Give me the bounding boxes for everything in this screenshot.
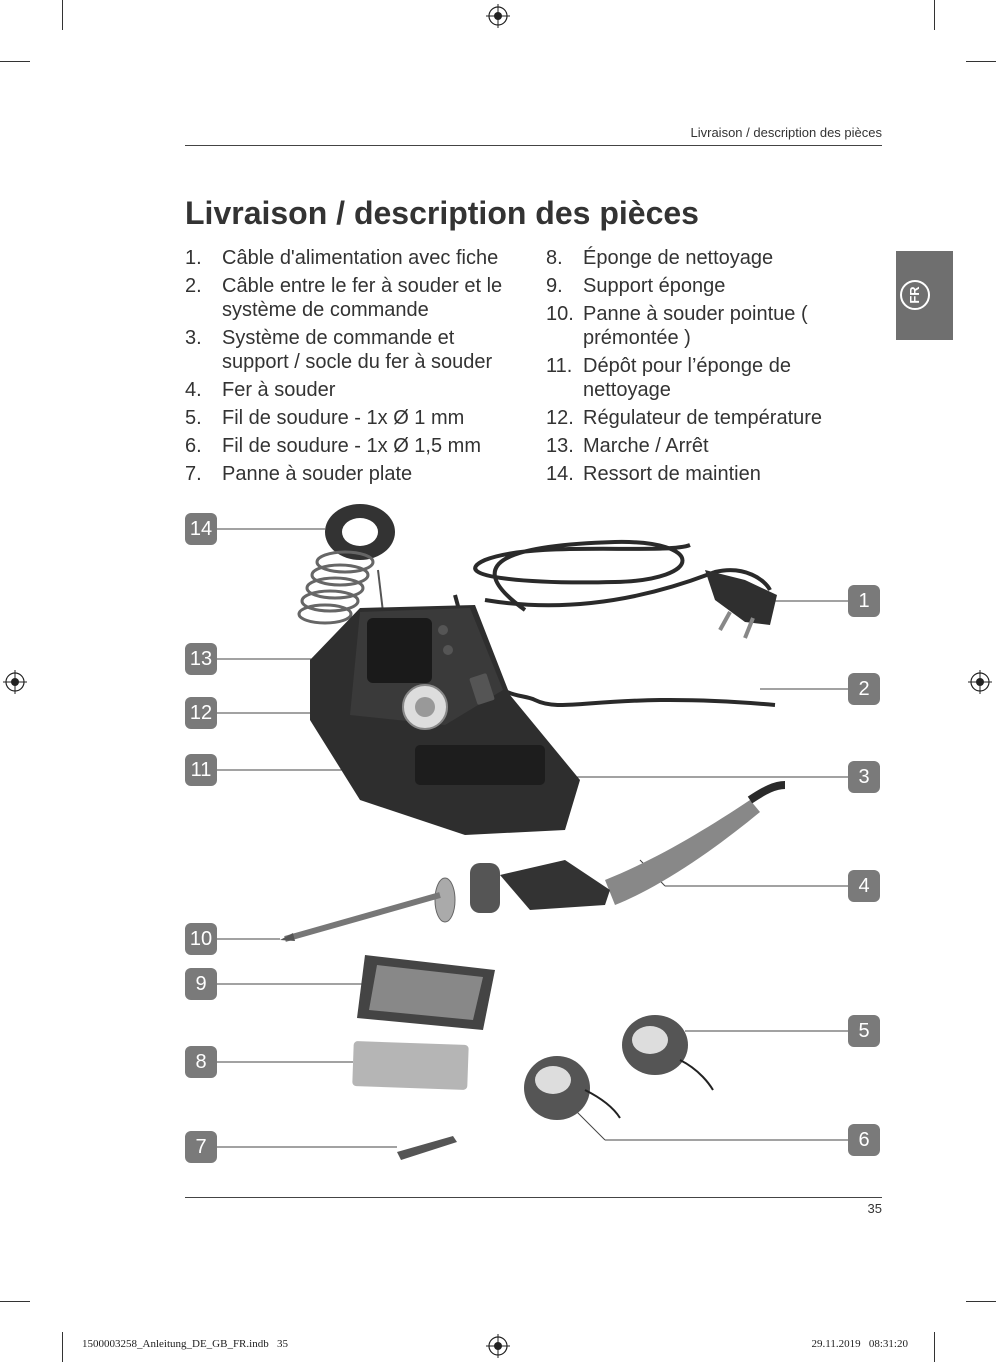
language-tab xyxy=(896,251,953,340)
callout-8: 8 xyxy=(185,1046,217,1078)
list-item: 9.Support éponge xyxy=(546,275,726,297)
callout-9: 9 xyxy=(185,968,217,1000)
callout-14: 14 xyxy=(185,513,217,545)
list-item: 10.Panne à souder pointue ( prémontée ) xyxy=(546,303,808,349)
list-item: 11.Dépôt pour l’éponge de nettoyage xyxy=(546,355,791,401)
callout-5: 5 xyxy=(848,1015,880,1047)
callout-13: 13 xyxy=(185,643,217,675)
callout-6: 6 xyxy=(848,1124,880,1156)
callout-11: 11 xyxy=(185,754,217,786)
header-rule xyxy=(185,145,882,146)
temperature-knob-icon xyxy=(402,684,448,730)
language-badge: FR xyxy=(900,280,930,310)
list-item: 8.Éponge de nettoyage xyxy=(546,247,774,269)
holding-spring-icon xyxy=(297,504,395,625)
callout-10: 10 xyxy=(185,923,217,955)
parts-list-right: 8.Éponge de nettoyage 9.Support éponge 1… xyxy=(546,246,846,490)
callout-4: 4 xyxy=(848,870,880,902)
list-item: 12.Régulateur de température xyxy=(546,407,823,429)
crop-mark xyxy=(934,0,935,30)
registration-mark-icon xyxy=(486,4,510,28)
control-station-base xyxy=(310,605,580,835)
crop-mark xyxy=(0,1301,30,1302)
registration-mark-icon xyxy=(968,670,992,694)
registration-mark-icon xyxy=(486,1334,510,1358)
list-item: 4.Fer à souder xyxy=(185,379,336,401)
crop-mark xyxy=(966,1301,996,1302)
print-slug-timestamp: 29.11.2019 08:31:20 xyxy=(811,1338,908,1350)
callout-7: 7 xyxy=(185,1131,217,1163)
registration-mark-icon xyxy=(3,670,27,694)
solder-spool-icon xyxy=(622,1015,714,1091)
crop-mark xyxy=(934,1332,935,1362)
list-item: 5.Fil de soudure - 1x Ø 1 mm xyxy=(185,407,465,429)
sponge-holder-icon xyxy=(357,955,495,1030)
page-title: Livraison / description des pièces xyxy=(185,195,699,231)
power-plug-icon xyxy=(705,570,777,639)
list-item: 2.Câble entre le fer à souder et le syst… xyxy=(185,275,503,321)
callout-3: 3 xyxy=(848,761,880,793)
crop-mark xyxy=(62,0,63,30)
page-number: 35 xyxy=(867,1201,882,1216)
crop-mark xyxy=(0,61,30,62)
callout-2: 2 xyxy=(848,673,880,705)
list-item: 1.Câble d'alimentation avec fiche xyxy=(185,247,499,269)
soldering-iron-icon xyxy=(280,781,786,942)
crop-mark xyxy=(62,1332,63,1362)
list-item: 14.Ressort de maintien xyxy=(546,463,761,485)
solder-spool-icon xyxy=(524,1056,621,1120)
callout-1: 1 xyxy=(848,585,880,617)
soldering-station-illustration xyxy=(217,504,848,1160)
parts-list-left: 1.Câble d'alimentation avec fiche 2.Câbl… xyxy=(185,246,525,490)
list-item: 7.Panne à souder plate xyxy=(185,463,413,485)
list-item: 13.Marche / Arrêt xyxy=(546,435,709,457)
callout-12: 12 xyxy=(185,697,217,729)
footer-rule xyxy=(185,1197,882,1198)
crop-mark xyxy=(966,61,996,62)
flat-tip-icon xyxy=(397,1136,457,1160)
print-slug-filename: 1500003258_Anleitung_DE_GB_FR.indb 35 xyxy=(82,1338,288,1350)
cleaning-sponge-icon xyxy=(352,1041,469,1090)
list-item: 6.Fil de soudure - 1x Ø 1,5 mm xyxy=(185,435,481,457)
list-item: 3.Système de commande et support / socle… xyxy=(185,327,493,373)
running-header: Livraison / description des pièces xyxy=(690,125,883,140)
